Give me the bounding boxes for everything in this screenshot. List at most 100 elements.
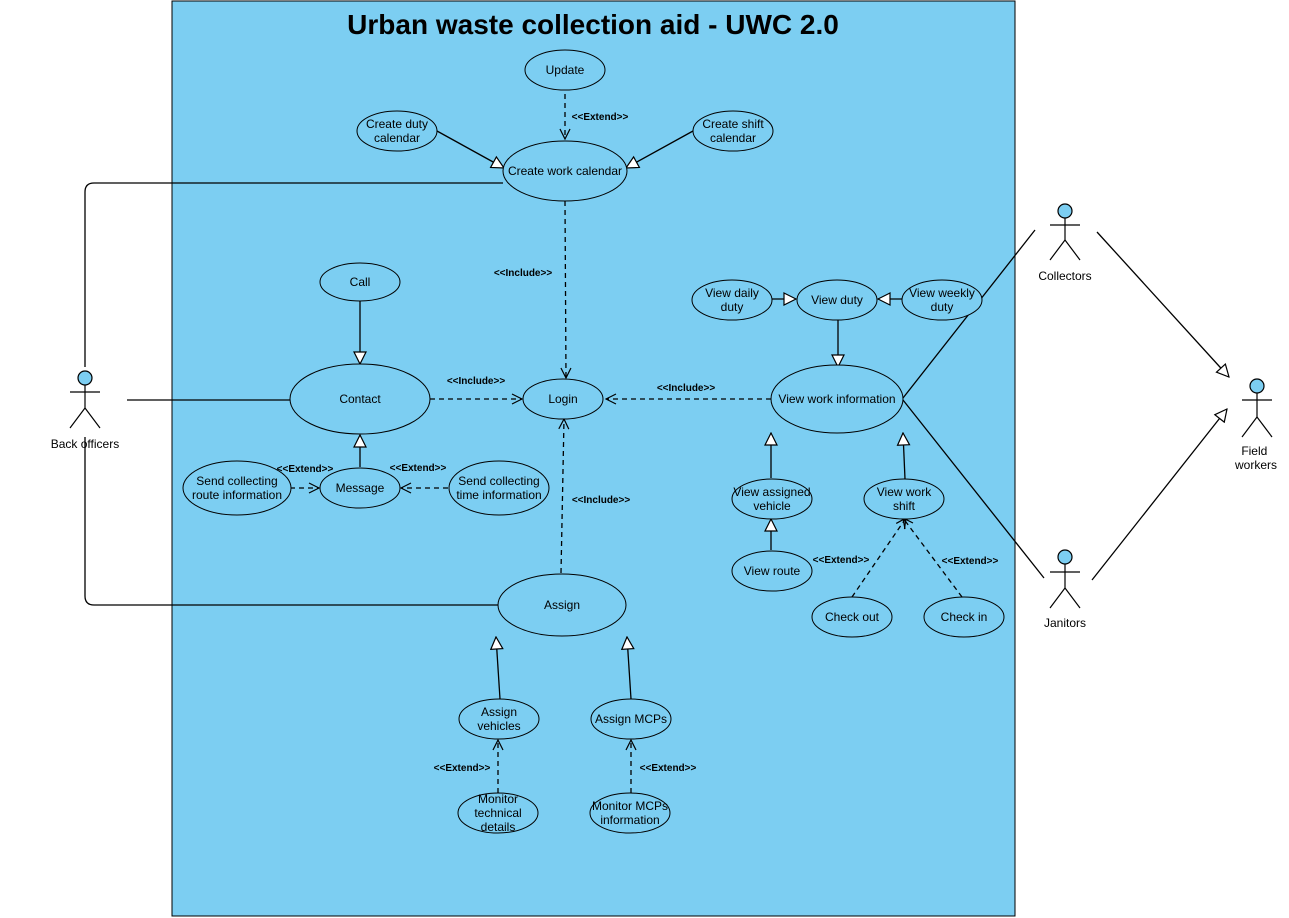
use-case-label-line: calendar [374,131,420,145]
use-case-check-out[interactable]: Check out [811,596,893,638]
label-include-contact: <<Include>> [447,376,506,387]
use-case-label-line: Check out [825,610,880,624]
use-case-label: Create work calendar [508,164,622,178]
label-extend-update: <<Extend>> [572,112,629,123]
rel-calendar-include-login [565,200,566,378]
actor-janitors[interactable] [1049,549,1081,609]
rel-assign-include-login [561,419,564,574]
use-case-label-line: Assign [481,705,517,719]
actor-label-back-officers: Back officers [51,437,119,451]
label-include-calendar: <<Include>> [494,268,553,279]
actor-head [1249,378,1265,394]
use-case-label-line: View work information [778,392,895,406]
use-case-assign-mcps[interactable]: Assign MCPs [590,698,672,740]
use-case-label: Check out [825,610,880,624]
rel-shift-generalization [903,433,905,480]
label-include-workinfo: <<Include>> [657,383,716,394]
actors [69,203,1273,609]
rel-assign-vehicles-generalization [496,637,500,700]
label-extend-monitor-mcps: <<Extend>> [640,763,697,774]
use-case-assign[interactable]: Assign [497,573,627,637]
use-case-call[interactable]: Call [319,262,401,302]
use-case-message[interactable]: Message [319,467,401,509]
use-case-label-line: details [481,820,516,834]
actor-collectors[interactable] [1049,203,1081,261]
use-case-label-line: Assign MCPs [595,712,667,726]
use-case-label: Contact [339,392,381,406]
use-case-label-line: Contact [339,392,381,406]
use-case-label-line: shift [893,499,916,513]
actor-label-field-workers: Field workers [1234,444,1277,472]
use-case-label-line: technical [474,806,521,820]
use-case-check-in[interactable]: Check in [923,596,1005,638]
actor-head [1057,549,1073,565]
use-case-label-line: Login [548,392,577,406]
actor-label-field-workers-line-1: Field [1241,444,1267,458]
actor-head [1057,203,1073,219]
use-case-label-line: information [600,813,659,827]
label-include-assign: <<Include>> [572,495,631,506]
use-case-label: Call [350,275,371,289]
use-case-label-line: Send collecting [458,474,539,488]
use-case-label-line: calendar [710,131,756,145]
use-case-label-line: Message [336,481,385,495]
use-case-label-line: Create duty [366,117,428,131]
use-case-view-work-information[interactable]: View work information [770,364,904,434]
use-case-label-line: View weekly [909,286,975,300]
assoc-janitors-workinfo [902,399,1045,579]
system-boundary [171,0,1016,917]
rel-checkout-extend [851,518,906,598]
use-case-label-line: View route [744,564,801,578]
actor-field-workers[interactable] [1241,378,1273,438]
use-case-label: View work information [778,392,895,406]
use-case-update[interactable]: Update [524,49,606,91]
actor-back-officers[interactable] [69,370,101,429]
use-case-label-line: Monitor [478,792,518,806]
use-case-label-line: duty [931,300,954,314]
use-case-label-line: View work [877,485,932,499]
rel-duty-calendar-generalization [436,130,504,168]
use-case-label-line: vehicles [477,719,520,733]
label-extend-time: <<Extend>> [390,463,447,474]
assoc-back-officers-assign [84,437,498,606]
rel-assign-mcps-generalization [627,637,631,700]
use-case-create-work-calendar[interactable]: Create work calendar [502,140,628,202]
use-case-view-route[interactable]: View route [731,550,813,592]
use-case-view-duty[interactable]: View duty [796,279,878,321]
use-case-label-line: View duty [811,293,863,307]
rel-checkin-extend [903,518,963,598]
use-case-label: Assign MCPs [595,712,667,726]
label-extend-route: <<Extend>> [277,464,334,475]
use-case-contact[interactable]: Contact [289,363,431,435]
use-case-label: View route [744,564,801,578]
label-extend-checkin: <<Extend>> [942,556,999,567]
use-case-label-line: Create work calendar [508,164,622,178]
use-case-login[interactable]: Login [522,378,604,420]
assoc-back-officers-create-calendar [84,182,503,367]
gen-collectors-fieldworkers [1096,231,1229,377]
use-case-label-line: Update [546,63,585,77]
use-case-label: Message [336,481,385,495]
actor-label-janitors: Janitors [1044,616,1086,630]
use-case-label-line: route information [192,488,282,502]
actor-label-collectors: Collectors [1038,269,1091,283]
